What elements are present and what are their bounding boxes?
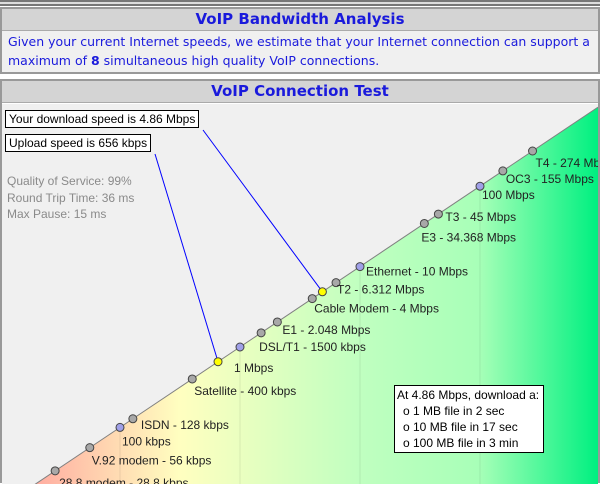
connection-stats: Quality of Service: 99% Round Trip Time:… xyxy=(7,173,134,223)
speed-point-label: 100 Mbps xyxy=(482,188,535,202)
speed-point-label: Cable Modem - 4 Mbps xyxy=(314,302,439,316)
speed-point xyxy=(256,328,266,338)
connection-test-panel: VoIP Connection Test 28.8 modem - 28.8 k… xyxy=(0,79,600,484)
analysis-line1: Given your current Internet speeds, we e… xyxy=(8,34,590,49)
speed-point-label: 100 kbps xyxy=(122,434,171,448)
download-speed-point xyxy=(317,287,327,297)
quality-of-service: Quality of Service: 99% xyxy=(7,174,132,188)
speed-point-label: 1 Mbps xyxy=(234,361,273,375)
download-info-item: o 10 MB file in 17 sec xyxy=(403,420,518,434)
round-trip-time: Round Trip Time: 36 ms xyxy=(7,190,135,205)
upload-speed-point xyxy=(213,357,223,367)
speed-point xyxy=(419,218,429,228)
speed-point-label: T3 - 45 Mbps xyxy=(445,210,516,224)
test-title: VoIP Connection Test xyxy=(2,81,598,103)
max-connections: 8 xyxy=(90,53,100,68)
speed-point xyxy=(272,317,282,327)
speed-point-label: E1 - 2.048 Mbps xyxy=(282,323,370,337)
speed-point xyxy=(128,414,138,424)
speed-point-label: DSL/T1 - 1500 kbps xyxy=(259,340,366,354)
speed-point xyxy=(355,262,365,272)
speed-point xyxy=(528,146,538,156)
download-speed-box: Your download speed is 4.86 Mbps xyxy=(5,110,200,128)
top-border xyxy=(0,0,600,6)
analysis-line2: maximum of 8 simultaneous high quality V… xyxy=(8,51,592,70)
speed-point-label: E3 - 34.368 Mbps xyxy=(421,230,516,244)
speed-point-label: T4 - 274 Mbps xyxy=(536,156,598,170)
analysis-prefix: maximum of xyxy=(8,53,91,68)
analysis-body: Given your current Internet speeds, we e… xyxy=(2,31,598,72)
speed-point xyxy=(307,294,317,304)
bandwidth-analysis-panel: VoIP Bandwidth Analysis Given your curre… xyxy=(0,7,600,74)
speed-point xyxy=(50,466,60,476)
speed-point-label: V.92 modem - 56 kbps xyxy=(92,454,212,468)
speed-point xyxy=(331,278,341,288)
speed-point xyxy=(115,422,125,432)
speed-point-label: OC3 - 155 Mbps xyxy=(506,172,594,186)
download-info-heading: At 4.86 Mbps, download a: xyxy=(397,388,540,402)
speed-diagonal xyxy=(34,106,598,484)
download-info-item: o 100 MB file in 3 min xyxy=(403,436,519,450)
download-pointer-line xyxy=(202,129,323,293)
speed-point xyxy=(475,181,485,191)
max-pause: Max Pause: 15 ms xyxy=(7,207,107,221)
analysis-suffix: simultaneous high quality VoIP connectio… xyxy=(99,53,380,68)
speed-point-label: T2 - 6.312 Mbps xyxy=(337,283,424,297)
speed-point xyxy=(235,342,245,352)
speed-point xyxy=(85,443,95,453)
speed-point xyxy=(187,374,197,384)
analysis-title: VoIP Bandwidth Analysis xyxy=(2,9,598,31)
speed-point-label: Ethernet - 10 Mbps xyxy=(366,265,468,279)
download-time-box: At 4.86 Mbps, download a: o 1 MB file in… xyxy=(394,385,544,453)
upload-pointer-line xyxy=(154,153,219,362)
speed-point xyxy=(433,209,443,219)
upload-speed-box: Upload speed is 656 kbps xyxy=(5,134,152,152)
speed-point-label: Satellite - 400 kbps xyxy=(194,384,296,398)
speed-point xyxy=(498,166,508,176)
download-info-item: o 1 MB file in 2 sec xyxy=(403,404,505,418)
speed-point-label: ISDN - 128 kbps xyxy=(141,418,229,432)
